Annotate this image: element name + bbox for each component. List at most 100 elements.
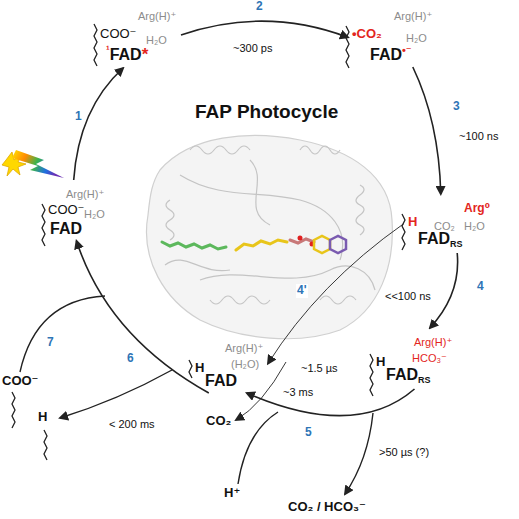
state-text: RS [418,375,431,385]
species-label: COO⁻ [2,374,38,389]
carbon-chain [94,24,97,66]
state-text: ¹ [106,44,110,56]
state-text: H₂O [146,34,167,46]
state-text: Arg(H)⁺ [225,342,263,354]
state-text: COO⁻ [100,26,136,41]
step-number: 3 [452,100,461,114]
text-row: (H₂O) [231,354,259,372]
text-row: H [408,212,417,230]
text-row: H [376,352,385,370]
text-row: H₂O [464,216,485,234]
state-text: COO⁻ [48,202,84,217]
cycle-arrow [430,253,458,328]
text-row: FAD [205,372,237,390]
text-row: H₂O [84,204,105,222]
text-row: Arg(H)⁺ [394,6,432,24]
text-row: COO⁻ [48,200,84,218]
step-number: 4' [296,284,308,298]
state-group: Arg(H)⁺•CO₂H₂OFAD•⁻ [352,6,433,63]
species-label: CO₂ / HCO₃⁻ [288,500,366,515]
text-row: FAD•⁻ [370,44,412,64]
text-row: FAD [50,220,82,238]
time-label: <<100 ns [384,290,432,303]
carbon-chain [189,360,192,378]
state-text: H [376,354,385,369]
time-label: ~3 ms [282,386,314,399]
ligand-sticks [162,236,346,254]
species-label: CO₂ [206,414,231,429]
text-row: •CO₂ [352,24,382,42]
state-group: Arg⁰HCO₂H₂OFADRS [408,198,490,249]
time-label: >50 µs (?) [378,446,430,459]
time-label: ~100 ns [458,130,499,143]
state-text: Arg⁰ [464,201,490,215]
time-label: ~300 ps [232,42,273,55]
text-row: HCO₃⁻ [412,348,447,366]
state-text: FAD [418,230,450,247]
state-text: FAD [370,46,402,63]
side-arrows [20,296,373,494]
state-text: Arg(H)⁺ [394,10,432,22]
carbon-chain [12,392,15,428]
text-row: H [195,358,204,376]
cycle-arrow [74,68,123,180]
state-text: HCO₃⁻ [412,352,447,364]
state-text: Arg(H)⁺ [414,336,452,348]
text-row: Arg(H)⁺ [66,184,104,202]
state-text: * [142,45,149,64]
text-row: Arg⁰ [464,198,490,216]
state-text: H₂O [406,32,427,44]
state-text: •⁻ [402,44,412,56]
cycle-arrow [247,389,415,416]
state-group: Arg(H)⁺(H₂O) HFAD [195,338,264,389]
text-row: FADRS [418,230,463,249]
state-text: H [195,360,204,375]
diagram-title: FAP Photocycle [193,101,340,123]
carbon-chain [44,430,47,460]
carbon-chain [402,214,405,250]
species-label: H [38,410,47,425]
time-label: < 200 ms [108,418,156,431]
state-text: H [408,214,417,229]
carbon-chain [346,26,349,68]
text-row: COO⁻ [100,24,136,42]
step-number: 7 [46,336,55,350]
light-flash [2,150,64,178]
text-row: H₂O [146,30,167,48]
cycle-arrow [181,21,348,37]
state-group: Arg(H)⁺ HCO₃⁻ HFADRS [376,332,453,385]
step-number: 4 [476,280,485,294]
state-text: Arg(H)⁺ [138,10,176,22]
state-text: CO₂ [357,26,382,41]
state-text: FAD [386,366,418,383]
text-row: Arg(H)⁺ [138,6,176,24]
text-row: Arg(H)⁺ [414,332,452,350]
carbon-chain [42,204,45,246]
state-text: H₂O [84,208,105,220]
cycle-arrow [413,67,441,194]
state-text: Arg(H)⁺ [66,188,104,200]
state-group: Arg(H)⁺COO⁻H₂O¹FAD* [100,6,177,64]
carbon-chain [370,354,373,396]
text-row: Arg(H)⁺ [225,338,263,356]
text-row: ¹FAD* [106,44,148,65]
text-row: FADRS [386,366,431,385]
cycle-arrow [77,241,209,393]
step-number: 2 [255,0,264,14]
state-text: RS [450,239,463,249]
protein-ribbon [147,135,393,338]
state-text: • [352,26,357,41]
state-group: Arg(H)⁺ COO⁻H₂OFAD [48,184,105,237]
state-text: FAD [110,46,142,63]
step-number: 1 [74,110,83,124]
step-number: 6 [126,352,135,366]
time-label: ~1.5 µs [300,362,339,375]
text-row: H₂O [406,28,427,46]
state-text: FAD [50,220,82,237]
carbon-chains [12,24,405,460]
state-text: FAD [205,372,237,389]
step-number: 5 [304,426,313,440]
